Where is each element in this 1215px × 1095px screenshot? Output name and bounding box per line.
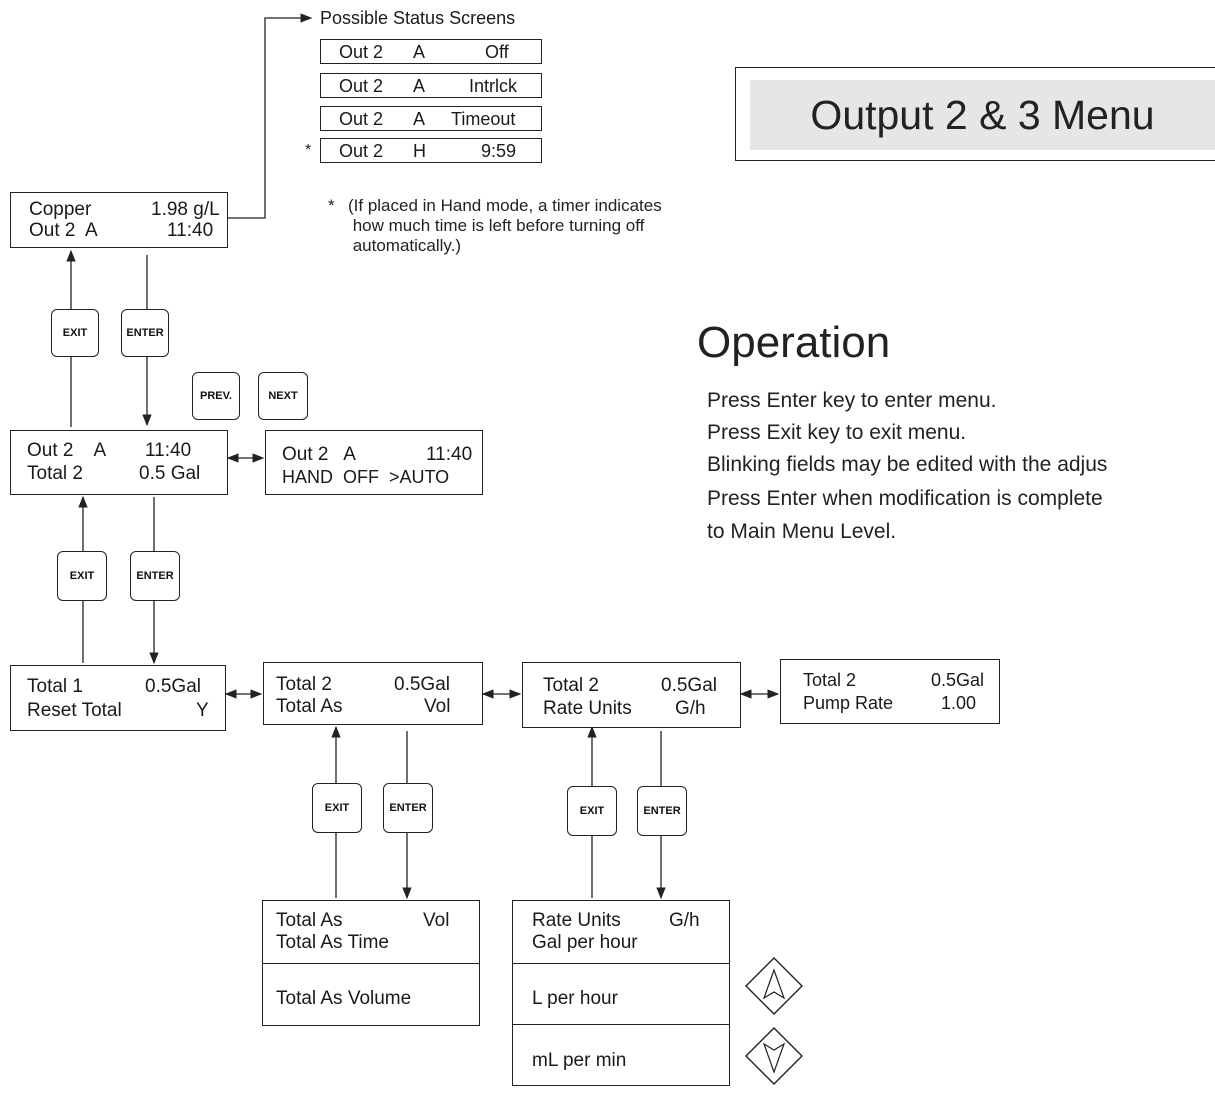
screen-text: Copper: [29, 199, 92, 220]
menu-title-panel: Output 2 & 3 Menu: [735, 67, 1215, 161]
footnote-marker: *: [328, 196, 335, 215]
status-state: Intrlck: [469, 76, 518, 96]
status-screen-intrlck: Out 2 A Intrlck: [320, 73, 542, 98]
option-total-as-time[interactable]: Total As Time: [276, 932, 389, 953]
screen-text: 11:40: [167, 220, 214, 241]
screen-text: 0.5Gal: [931, 670, 985, 690]
screen-pump-rate: Total 2 0.5Gal Pump Rate 1.00: [780, 659, 1000, 724]
enter-key[interactable]: ENTER: [637, 786, 687, 836]
screen-text: 0.5Gal: [661, 675, 717, 696]
option-ml-per-min[interactable]: mL per min: [532, 1050, 627, 1071]
operation-line: Press Exit key to exit menu.: [707, 421, 967, 444]
exit-key[interactable]: EXIT: [312, 783, 362, 833]
screen-text: 0.5Gal: [145, 676, 201, 697]
screen-text: Total As: [276, 696, 343, 717]
page-title: Output 2 & 3 Menu: [750, 80, 1215, 150]
screen-text: HAND OFF >AUTO: [282, 467, 450, 487]
screen-text: 11:40: [426, 444, 473, 465]
operation-line: Blinking fields may be edited with the a…: [707, 453, 1108, 476]
exit-key[interactable]: EXIT: [57, 551, 107, 601]
enter-key[interactable]: ENTER: [130, 551, 180, 601]
screen-text: Vol: [424, 696, 451, 717]
footnote-line-2: how much time is left before turning off: [348, 216, 645, 235]
divider: [263, 963, 479, 964]
screen-text: Vol: [423, 910, 450, 931]
status-screen-hand-timer: Out 2 H 9:59: [320, 138, 542, 163]
option-total-as-volume[interactable]: Total As Volume: [276, 988, 412, 1009]
screen-rate-units: Total 2 0.5Gal Rate Units G/h: [522, 662, 741, 728]
screen-total-as: Total 2 0.5Gal Total As Vol: [263, 662, 483, 725]
screen-text: Rate Units: [532, 910, 621, 931]
exit-key[interactable]: EXIT: [567, 786, 617, 836]
screen-text: Out 2 A: [29, 220, 98, 241]
screen-total1-reset: Total 1 0.5Gal Reset Total Y: [10, 665, 226, 731]
rate-units-option-list: Rate Units G/h Gal per hour L per hour m…: [512, 900, 730, 1086]
status-out: Out 2: [339, 76, 384, 96]
screen-out2-menu: Out 2 A 11:40 Total 2 0.5 Gal: [10, 430, 228, 495]
status-out: Out 2: [339, 42, 384, 62]
total-as-option-list: Total As Vol Total As Time Total As Volu…: [262, 900, 480, 1026]
status-mode: H: [413, 141, 426, 161]
screen-text: Pump Rate: [803, 693, 894, 713]
operation-title: Operation: [697, 318, 891, 367]
down-arrow-key-icon[interactable]: [744, 1026, 804, 1086]
screen-text: Out 2 A: [27, 440, 107, 461]
screen-text: G/h: [669, 910, 700, 931]
screen-text: Y: [196, 700, 209, 721]
footnote-line-1: (If placed in Hand mode, a timer indicat…: [348, 196, 662, 215]
screen-text: Total As: [276, 910, 343, 931]
exit-key[interactable]: EXIT: [51, 309, 99, 357]
status-screen-off: Out 2 A Off: [320, 39, 542, 64]
status-out: Out 2: [339, 109, 384, 129]
screen-hand-off-auto: Out 2 A 11:40 HAND OFF >AUTO: [265, 430, 483, 495]
screen-text: Out 2 A: [282, 444, 356, 465]
screen-main: Copper 1.98 g/L Out 2 A 11:40: [10, 192, 228, 248]
status-screens-heading: Possible Status Screens: [320, 8, 516, 28]
screen-text: Total 1: [27, 676, 83, 697]
operation-line: Press Enter key to enter menu.: [707, 389, 997, 412]
screen-text: 0.5 Gal: [139, 463, 201, 484]
screen-text: G/h: [675, 698, 706, 719]
screen-text: 1.98 g/L: [151, 199, 220, 220]
operation-line: Press Enter when modification is complet…: [707, 487, 1103, 510]
screen-text: Rate Units: [543, 698, 632, 719]
operation-line: to Main Menu Level.: [707, 520, 897, 543]
status-state: Timeout: [451, 109, 516, 129]
option-l-per-hour[interactable]: L per hour: [532, 988, 618, 1009]
option-gal-per-hour[interactable]: Gal per hour: [532, 932, 638, 953]
screen-text: Total 2: [803, 670, 857, 690]
footnote-line-3: automatically.): [348, 236, 462, 255]
status-state: 9:59: [481, 141, 517, 161]
enter-key[interactable]: ENTER: [121, 309, 169, 357]
status-screen-timeout: Out 2 A Timeout: [320, 106, 542, 131]
next-key[interactable]: NEXT: [258, 372, 308, 420]
status-mode: A: [413, 42, 426, 62]
status-mode: A: [413, 76, 426, 96]
screen-text: Total 2: [543, 675, 599, 696]
prev-key[interactable]: PREV.: [192, 372, 240, 420]
screen-text: 1.00: [941, 693, 977, 713]
screen-text: Total 2: [276, 674, 332, 695]
status-asterisk: *: [305, 142, 312, 159]
status-state: Off: [485, 42, 509, 62]
divider: [513, 963, 729, 964]
status-out: Out 2: [339, 141, 384, 161]
screen-text: Reset Total: [27, 700, 122, 721]
up-arrow-key-icon[interactable]: [744, 956, 804, 1016]
screen-text: 11:40: [145, 440, 192, 461]
screen-text: 0.5Gal: [394, 674, 450, 695]
screen-text: Total 2: [27, 463, 83, 484]
divider: [513, 1024, 729, 1025]
enter-key[interactable]: ENTER: [383, 783, 433, 833]
status-mode: A: [413, 109, 426, 129]
